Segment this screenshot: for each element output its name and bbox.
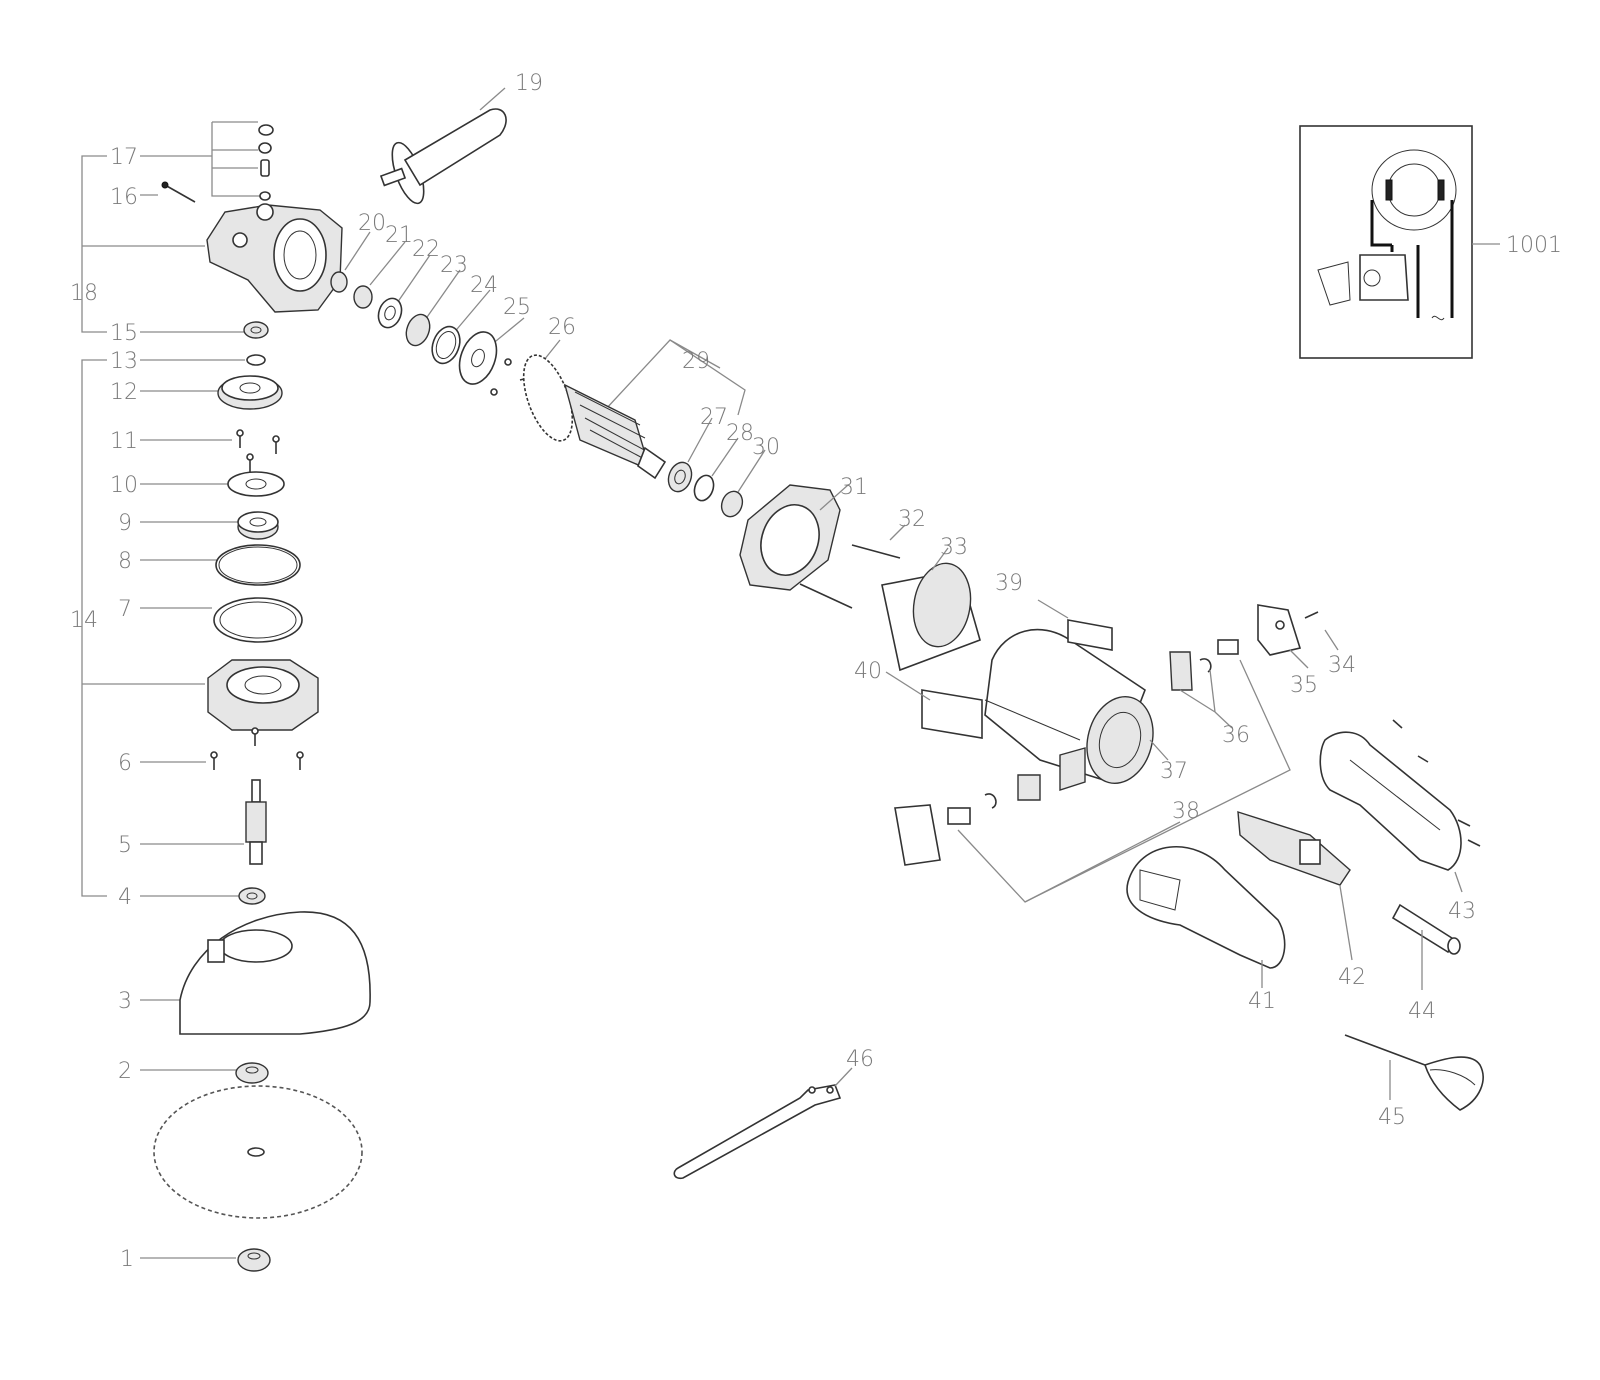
part-15-bearing xyxy=(243,321,269,339)
label-41: 41 xyxy=(1248,989,1276,1014)
label-8: 8 xyxy=(118,549,132,574)
label-33: 33 xyxy=(940,535,968,560)
label-40: 40 xyxy=(854,659,882,684)
label-13: 13 xyxy=(110,349,138,374)
part-27-bearing xyxy=(667,417,713,493)
label-31: 31 xyxy=(840,475,868,500)
label-10: 10 xyxy=(110,473,138,498)
part-42-switch xyxy=(1237,811,1353,961)
part-8-o-ring xyxy=(215,544,301,586)
part-36-brush-holder xyxy=(1169,639,1239,729)
part-18-gear-housing xyxy=(206,203,343,313)
label-28: 28 xyxy=(726,421,754,446)
part-10-plate xyxy=(227,471,285,497)
part-28-ring xyxy=(693,437,739,502)
part-39-label-plate xyxy=(1037,599,1113,651)
part-24-ring xyxy=(431,325,461,365)
label-42: 42 xyxy=(1338,965,1366,990)
part-21-needle-bearing xyxy=(353,285,373,309)
label-35: 35 xyxy=(1290,673,1318,698)
label-24: 24 xyxy=(470,273,498,298)
part-35-cover xyxy=(1257,604,1309,669)
part-5-spindle xyxy=(245,779,267,865)
part-16-pin xyxy=(161,181,196,203)
part-40-label-plate xyxy=(885,671,983,739)
part-4-washer xyxy=(238,887,266,905)
label-6: 6 xyxy=(118,751,132,776)
part-20-nut xyxy=(330,271,348,293)
label-11: 11 xyxy=(110,429,138,454)
part-3-wheel-guard xyxy=(179,911,371,1035)
label-30: 30 xyxy=(752,435,780,460)
label-18: 18 xyxy=(70,281,98,306)
part-38-brush-group xyxy=(894,659,1291,903)
part-19-side-handle xyxy=(379,87,507,205)
callout-labels: 1 2 3 4 5 6 7 8 9 10 11 12 13 14 15 16 1… xyxy=(70,71,1562,1272)
part-31-fan-baffle xyxy=(739,484,849,591)
label-17: 17 xyxy=(110,145,138,170)
part-25-plate xyxy=(458,331,512,396)
part-7-gasket xyxy=(213,597,303,643)
label-46: 46 xyxy=(846,1047,874,1072)
part-11-screws xyxy=(236,429,280,472)
label-16: 16 xyxy=(110,185,138,210)
label-23: 23 xyxy=(440,253,468,278)
label-44: 44 xyxy=(1408,999,1436,1024)
part-14-bearing-flange xyxy=(207,659,319,731)
part-29-armature xyxy=(519,339,746,480)
part-46-pin-wrench xyxy=(673,1067,853,1180)
part-2-inner-flange xyxy=(235,1062,269,1084)
label-7: 7 xyxy=(118,597,132,622)
label-20: 20 xyxy=(358,211,386,236)
part-23-ring xyxy=(405,313,431,347)
label-15: 15 xyxy=(110,321,138,346)
label-25: 25 xyxy=(503,295,531,320)
label-36: 36 xyxy=(1222,723,1250,748)
label-26: 26 xyxy=(548,315,576,340)
part-1-clamp-nut xyxy=(237,1248,271,1272)
label-39: 39 xyxy=(995,571,1023,596)
label-38: 38 xyxy=(1172,799,1200,824)
label-29: 29 xyxy=(682,349,710,374)
label-43: 43 xyxy=(1448,899,1476,924)
label-2: 2 xyxy=(118,1059,132,1084)
part-22-bearing xyxy=(377,297,403,329)
part-13-ring xyxy=(246,354,266,366)
label-21: 21 xyxy=(385,223,413,248)
label-12: 12 xyxy=(110,380,138,405)
part-44-cable-sleeve xyxy=(1391,903,1461,990)
label-1001: 1001 xyxy=(1506,233,1562,258)
part-17-screw-set xyxy=(258,124,274,201)
label-22: 22 xyxy=(412,237,440,262)
part-34-screw xyxy=(1304,611,1339,651)
part-6-screws xyxy=(210,727,304,770)
grinding-disc-dashed xyxy=(153,1085,363,1219)
label-5: 5 xyxy=(118,833,132,858)
label-19: 19 xyxy=(515,71,543,96)
label-37: 37 xyxy=(1160,759,1188,784)
part-43-handle-half xyxy=(1319,719,1481,893)
label-9: 9 xyxy=(118,511,132,536)
part-1001-wiring-diagram xyxy=(1299,125,1500,359)
part-32-screws xyxy=(799,524,906,609)
label-14: 14 xyxy=(70,608,98,633)
label-32: 32 xyxy=(898,507,926,532)
part-30-ring xyxy=(720,449,766,518)
label-1: 1 xyxy=(120,1247,134,1272)
left-bracket-lines xyxy=(81,121,262,1259)
label-4: 4 xyxy=(118,885,132,910)
label-45: 45 xyxy=(1378,1105,1406,1130)
label-34: 34 xyxy=(1328,653,1356,678)
part-37-motor-housing xyxy=(984,628,1169,791)
part-45-power-cable xyxy=(1344,1034,1484,1111)
part-12-flange xyxy=(217,375,283,410)
part-33-field-coil xyxy=(881,547,981,672)
part-41-handle-half xyxy=(1126,846,1286,988)
part-9-bearing xyxy=(237,511,279,540)
label-3: 3 xyxy=(118,989,132,1014)
label-27: 27 xyxy=(700,405,728,430)
